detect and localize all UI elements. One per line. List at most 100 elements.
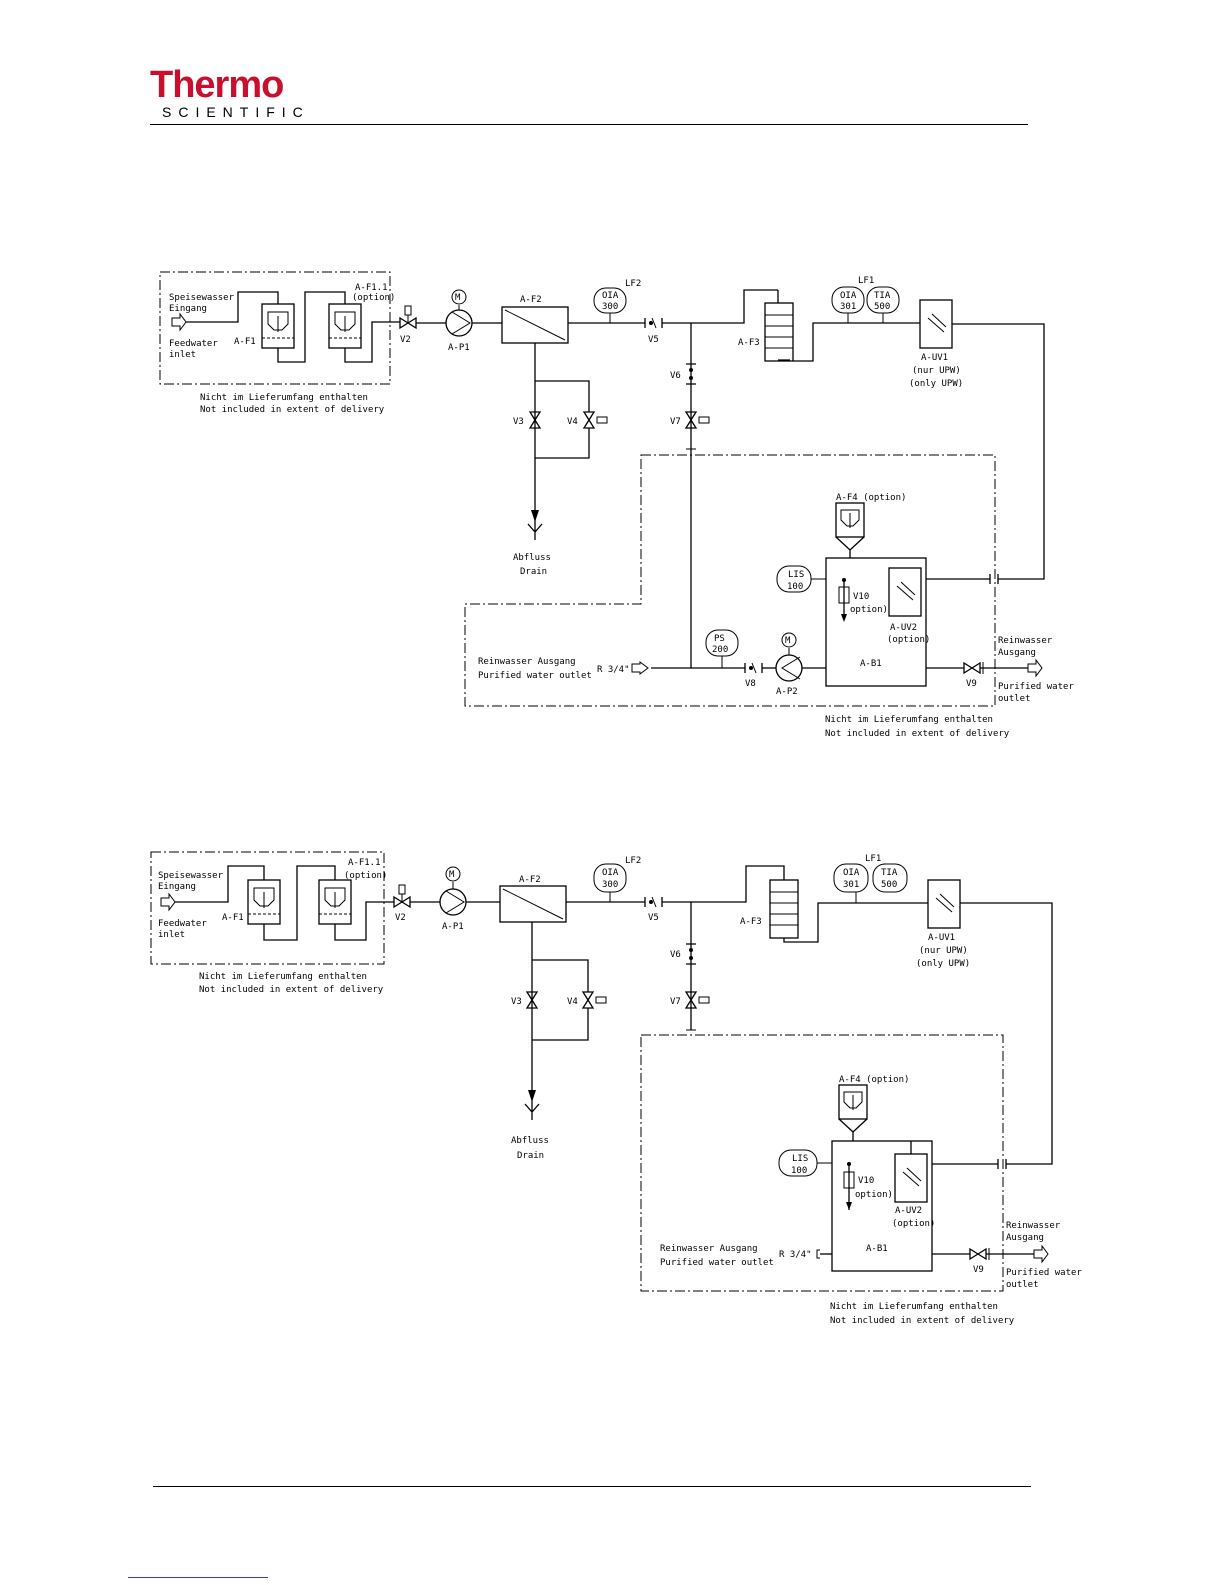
label-lis-2: LIS: [792, 1154, 808, 1164]
feed-label-en2-2: inlet: [158, 930, 185, 940]
label-v8: V8: [745, 679, 756, 689]
valve-v8: [744, 662, 763, 674]
label-drain-en: Drain: [520, 567, 547, 577]
label-af3: A-F3: [738, 338, 760, 348]
note-outlet-de-2: Nicht im Lieferumfang enthalten: [830, 1302, 998, 1312]
label-only-upw: (only UPW): [909, 379, 963, 389]
label-v10-option: option): [850, 605, 888, 615]
label-af1: A-F1: [234, 337, 256, 347]
label-ab1: A-B1: [860, 659, 882, 669]
label-oia300-num: 300: [602, 302, 618, 312]
logo-subtitle: SCIENTIFIC: [162, 104, 310, 120]
label-lf2-2: LF2: [625, 856, 641, 866]
membrane-af2-2: [499, 885, 567, 923]
label-oia300-num-2: 300: [602, 880, 618, 890]
valve-v3-2: [525, 991, 539, 1009]
label-out-de-2: Reinwasser Ausgang: [660, 1244, 758, 1254]
label-auv2: A-UV2: [890, 623, 917, 633]
note-outlet-en: Not included in extent of delivery: [825, 729, 1010, 739]
feed-label-en-2: Feedwater: [158, 919, 207, 929]
label-lis-num-2: 100: [791, 1166, 807, 1176]
label-ps: PS: [714, 634, 725, 644]
valve-v10: [838, 578, 850, 622]
label-pur-en2: outlet: [998, 694, 1031, 704]
thermo-scientific-logo: Thermo SCIENTIFIC: [150, 66, 310, 120]
note-feed-de: Nicht im Lieferumfang enthalten: [200, 393, 368, 403]
label-v2: V2: [400, 335, 411, 345]
note-outlet-en-2: Not included in extent of delivery: [830, 1316, 1015, 1326]
label-af11-option-2: (option): [344, 871, 387, 881]
label-rein-de: Reinwasser: [998, 636, 1053, 646]
label-oia301-num-2: 301: [843, 880, 859, 890]
outlet-arrow-right-icon: [1027, 658, 1043, 678]
label-pur-en-2: Purified water: [1006, 1268, 1082, 1278]
label-v3: V3: [513, 417, 524, 427]
tank-ab1-2: [831, 1140, 933, 1272]
label-af11-2: A-F1.1: [348, 858, 381, 868]
label-v9-2: V9: [973, 1265, 984, 1275]
label-lf1-2: LF1: [865, 854, 881, 864]
label-lf1: LF1: [858, 276, 874, 286]
valve-v10-2: [843, 1162, 855, 1210]
label-v5-2: V5: [648, 913, 659, 923]
outlet-boundary-2: [640, 1034, 1004, 1292]
pump-ap1-2: M: [439, 866, 467, 916]
valve-v2-2: [393, 884, 411, 909]
inlet-arrow-icon-2: [160, 892, 176, 912]
label-ps-num: 200: [712, 645, 728, 655]
coupling-2: [997, 1159, 1007, 1169]
cartridge-af3-2: [769, 879, 799, 939]
label-r34-2: R 3/4": [779, 1250, 812, 1260]
flow-diagram-2: Speisewasser Eingang Feedwater inlet A-F…: [150, 851, 1082, 1326]
filter-af11: [328, 303, 362, 349]
footer-rule: [153, 1486, 1031, 1487]
label-lis-num: 100: [787, 582, 803, 592]
label-tia-num-2: 500: [881, 880, 897, 890]
valve-v7-2: [684, 991, 710, 1009]
label-auv1: A-UV1: [921, 353, 948, 363]
label-v4: V4: [567, 417, 578, 427]
label-v10: V10: [853, 592, 869, 602]
outlet-stub-icon: [816, 1249, 820, 1259]
feed-boundary-2: [150, 851, 385, 965]
header-rule: [150, 124, 1028, 125]
label-v4-2: V4: [567, 997, 578, 1007]
svg-text:M: M: [455, 293, 461, 303]
feed-label-de2: Eingang: [169, 304, 207, 314]
outlet-arrow-right-icon-2: [1033, 1244, 1049, 1264]
svg-text:M: M: [785, 636, 791, 646]
label-drain-de: Abfluss: [513, 553, 551, 563]
label-af11-option: (option): [352, 293, 395, 303]
label-v7-2: V7: [670, 997, 681, 1007]
label-ab1-2: A-B1: [866, 1244, 888, 1254]
coupling: [989, 574, 999, 584]
valve-v4-2: [581, 991, 607, 1009]
feed-label-de2-2: Eingang: [158, 882, 196, 892]
feed-label-de-2: Speisewasser: [158, 871, 224, 881]
label-drain-de-2: Abfluss: [511, 1136, 549, 1146]
outlet-boundary: [464, 454, 996, 707]
tank-ab1: [825, 557, 927, 687]
label-r34: R 3/4": [597, 665, 630, 675]
label-lis: LIS: [788, 570, 804, 580]
label-oia300: OIA: [602, 291, 619, 301]
label-out-en-2: Purified water outlet: [660, 1258, 774, 1268]
label-rein-de2: Ausgang: [998, 648, 1036, 658]
label-v6: V6: [670, 371, 681, 381]
label-pur-en2-2: outlet: [1006, 1280, 1039, 1290]
valve-v2: [399, 305, 417, 330]
label-ap2: A-P2: [776, 687, 798, 697]
label-tia: TIA: [874, 291, 891, 301]
label-pur-en: Purified water: [998, 682, 1074, 692]
label-ap1: A-P1: [448, 343, 470, 353]
filter-af1-2: [247, 879, 281, 925]
footer-link-underline[interactable]: [128, 1577, 268, 1578]
valve-v6-2: [686, 943, 696, 965]
note-feed-en: Not included in extent of delivery: [200, 405, 385, 415]
filter-af1: [261, 303, 295, 349]
uv-lamp-auv2: [888, 567, 922, 617]
label-nur-upw: (nur UPW): [912, 366, 961, 376]
label-v10-2: V10: [858, 1176, 874, 1186]
label-nur-upw-2: (nur UPW): [919, 946, 968, 956]
label-v10-option-2: option): [855, 1190, 893, 1200]
